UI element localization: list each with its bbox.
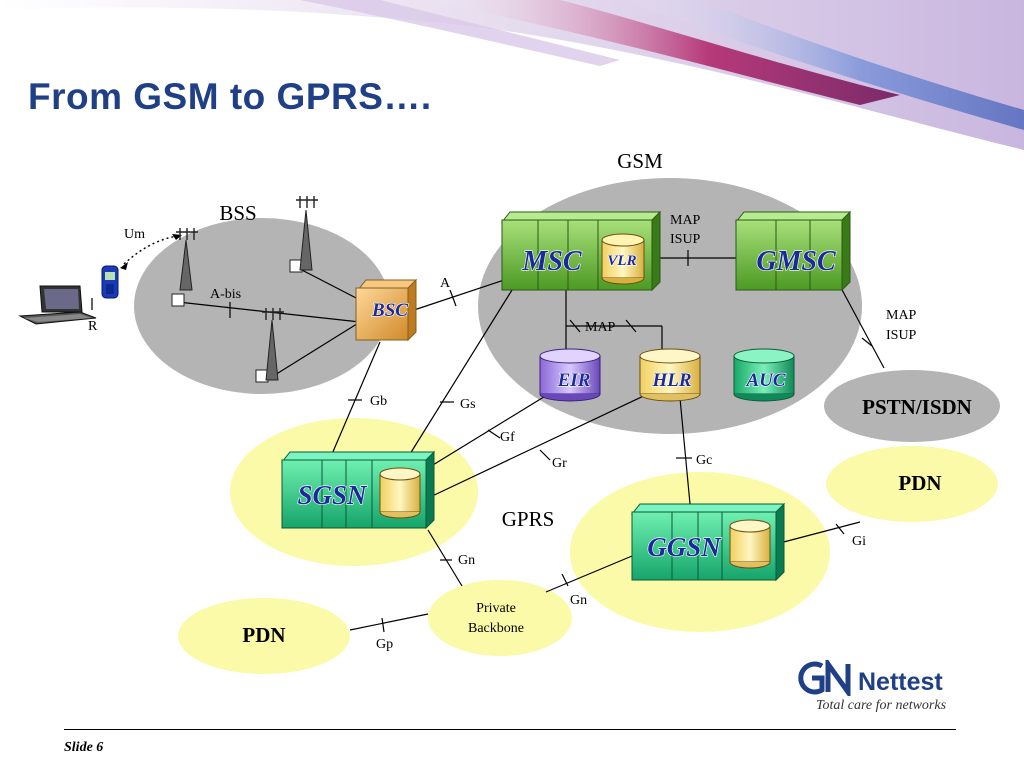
- connection-lines: [91, 250, 885, 633]
- private-backbone-region: [428, 580, 572, 656]
- gi-interface-label: Gi: [852, 534, 866, 549]
- ggsn-label: GGSN: [647, 532, 722, 562]
- pstn-region-label: PSTN/ISDN: [862, 395, 972, 419]
- slide-number: Slide 6: [64, 740, 104, 755]
- map-isup-2-label-b: ISUP: [886, 328, 917, 343]
- auc-database-icon: [733, 348, 795, 402]
- pstn-region: [824, 370, 1000, 442]
- um-interface-label: Um: [124, 227, 145, 242]
- gn-interface-label-2: Gn: [570, 593, 587, 608]
- eir-database-icon: [539, 348, 601, 402]
- sgsn-database-icon: [379, 467, 421, 519]
- bss-region: [134, 218, 390, 394]
- gn-nettest-logo: Nettest Total care for networks: [796, 660, 956, 720]
- map-isup-2-label-a: MAP: [886, 308, 917, 323]
- mobile-phone-icon: [101, 265, 119, 299]
- map-isup-1-label-a: MAP: [670, 213, 701, 228]
- auc-label: AUC: [745, 370, 785, 391]
- gb-interface-label: Gb: [370, 394, 387, 409]
- gn-interface-label-1: Gn: [458, 553, 475, 568]
- page-title: From GSM to GPRS….: [28, 76, 432, 117]
- logo-name: Nettest: [858, 668, 943, 696]
- gc-interface-label: Gc: [696, 453, 712, 468]
- bsc-node: [355, 278, 418, 342]
- pdn-left-region: [178, 598, 350, 674]
- cell-tower-icon-3: [255, 308, 284, 383]
- laptop-icon: [18, 285, 97, 325]
- gn-logo-mark-icon: [798, 660, 851, 696]
- msc-label: MSC: [521, 246, 581, 277]
- ggsn-database-icon: [729, 519, 771, 569]
- gprs-region-label: GPRS: [502, 507, 555, 531]
- map-isup-1-label-b: ISUP: [670, 232, 701, 247]
- cell-tower-icon-1: [171, 228, 198, 307]
- gr-interface-label: Gr: [552, 456, 567, 471]
- bsc-label: BSC: [371, 300, 408, 321]
- vlr-label: VLR: [607, 253, 636, 269]
- r-interface-label: R: [88, 319, 98, 334]
- map-interface-label: MAP: [585, 320, 616, 335]
- sgsn-label: SGSN: [297, 480, 368, 510]
- eir-label: EIR: [557, 370, 591, 391]
- abis-interface-label: A-bis: [210, 287, 241, 302]
- gmsc-node: [734, 210, 852, 292]
- pdn-left-label: PDN: [242, 623, 285, 647]
- pdn-right-label: PDN: [898, 471, 941, 495]
- hlr-label: HLR: [651, 370, 691, 391]
- um-radio-link: [123, 235, 179, 265]
- um-arrow-left: [120, 262, 128, 270]
- gsm-region-label: GSM: [617, 149, 663, 173]
- private-backbone-label-2: Backbone: [468, 621, 524, 636]
- pdn-right-region: [826, 446, 998, 522]
- a-interface-label: A: [440, 276, 451, 291]
- vlr-database-icon: [601, 233, 645, 285]
- footer-divider: [64, 729, 956, 730]
- gf-interface-label: Gf: [500, 430, 515, 445]
- header-banner-graphic: [0, 0, 1024, 150]
- bss-region-label: BSS: [219, 201, 256, 225]
- gp-interface-label: Gp: [376, 637, 393, 652]
- hlr-database-icon: [639, 348, 701, 402]
- gs-interface-label: Gs: [460, 397, 476, 412]
- logo-tagline: Total care for networks: [816, 698, 947, 713]
- cell-tower-icon-2: [289, 196, 318, 273]
- private-backbone-label-1: Private: [476, 601, 516, 616]
- gmsc-label: GMSC: [756, 246, 836, 277]
